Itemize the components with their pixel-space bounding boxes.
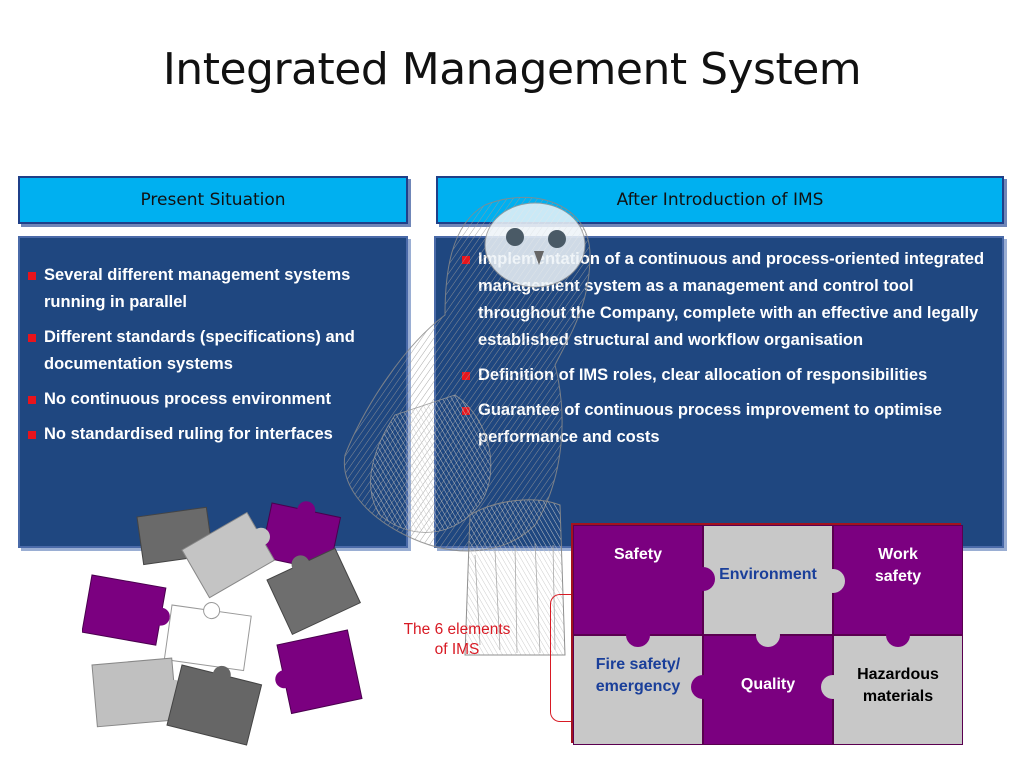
element-safety: Safety: [573, 525, 703, 635]
element-environment: Environment: [703, 525, 833, 635]
ims-elements-caption: The 6 elements of IMS: [403, 621, 511, 658]
puzzle-knob: [626, 623, 650, 647]
present-situation-header-label: Present Situation: [140, 190, 286, 210]
puzzle-knob: [691, 567, 715, 591]
owl-illustration-icon: [343, 196, 591, 656]
puzzle-knob: [821, 569, 845, 593]
page-title: Integrated Management System: [162, 44, 862, 95]
present-situation-header: Present Situation: [18, 176, 408, 224]
list-item: No continuous process environment: [18, 386, 398, 413]
after-ims-header-label: After Introduction of IMS: [616, 190, 824, 210]
element-quality: Quality: [703, 635, 833, 745]
present-situation-panel: [18, 236, 408, 548]
bullet-square-icon: [28, 431, 36, 439]
puzzle-knob: [756, 623, 780, 647]
caption-bracket: [550, 594, 571, 722]
puzzle-knob: [691, 675, 715, 699]
after-ims-list: Implementation of a continuous and proce…: [452, 246, 1000, 459]
bullet-square-icon: [28, 272, 36, 280]
after-ims-header: After Introduction of IMS: [436, 176, 1004, 224]
list-item: Several different management systems run…: [18, 262, 398, 316]
list-item: No standardised ruling for interfaces: [18, 421, 398, 448]
bullet-square-icon: [28, 396, 36, 404]
puzzle-knob: [821, 675, 845, 699]
list-item: Implementation of a continuous and proce…: [452, 246, 1000, 354]
list-item: Different standards (specifications) and…: [18, 324, 398, 378]
present-situation-list: Several different management systems run…: [18, 262, 398, 456]
loose-puzzle-pieces-icon: [82, 501, 363, 746]
bullet-square-icon: [28, 334, 36, 342]
puzzle-knob: [886, 623, 910, 647]
element-fire-safety: Fire safety/emergency: [573, 635, 703, 745]
